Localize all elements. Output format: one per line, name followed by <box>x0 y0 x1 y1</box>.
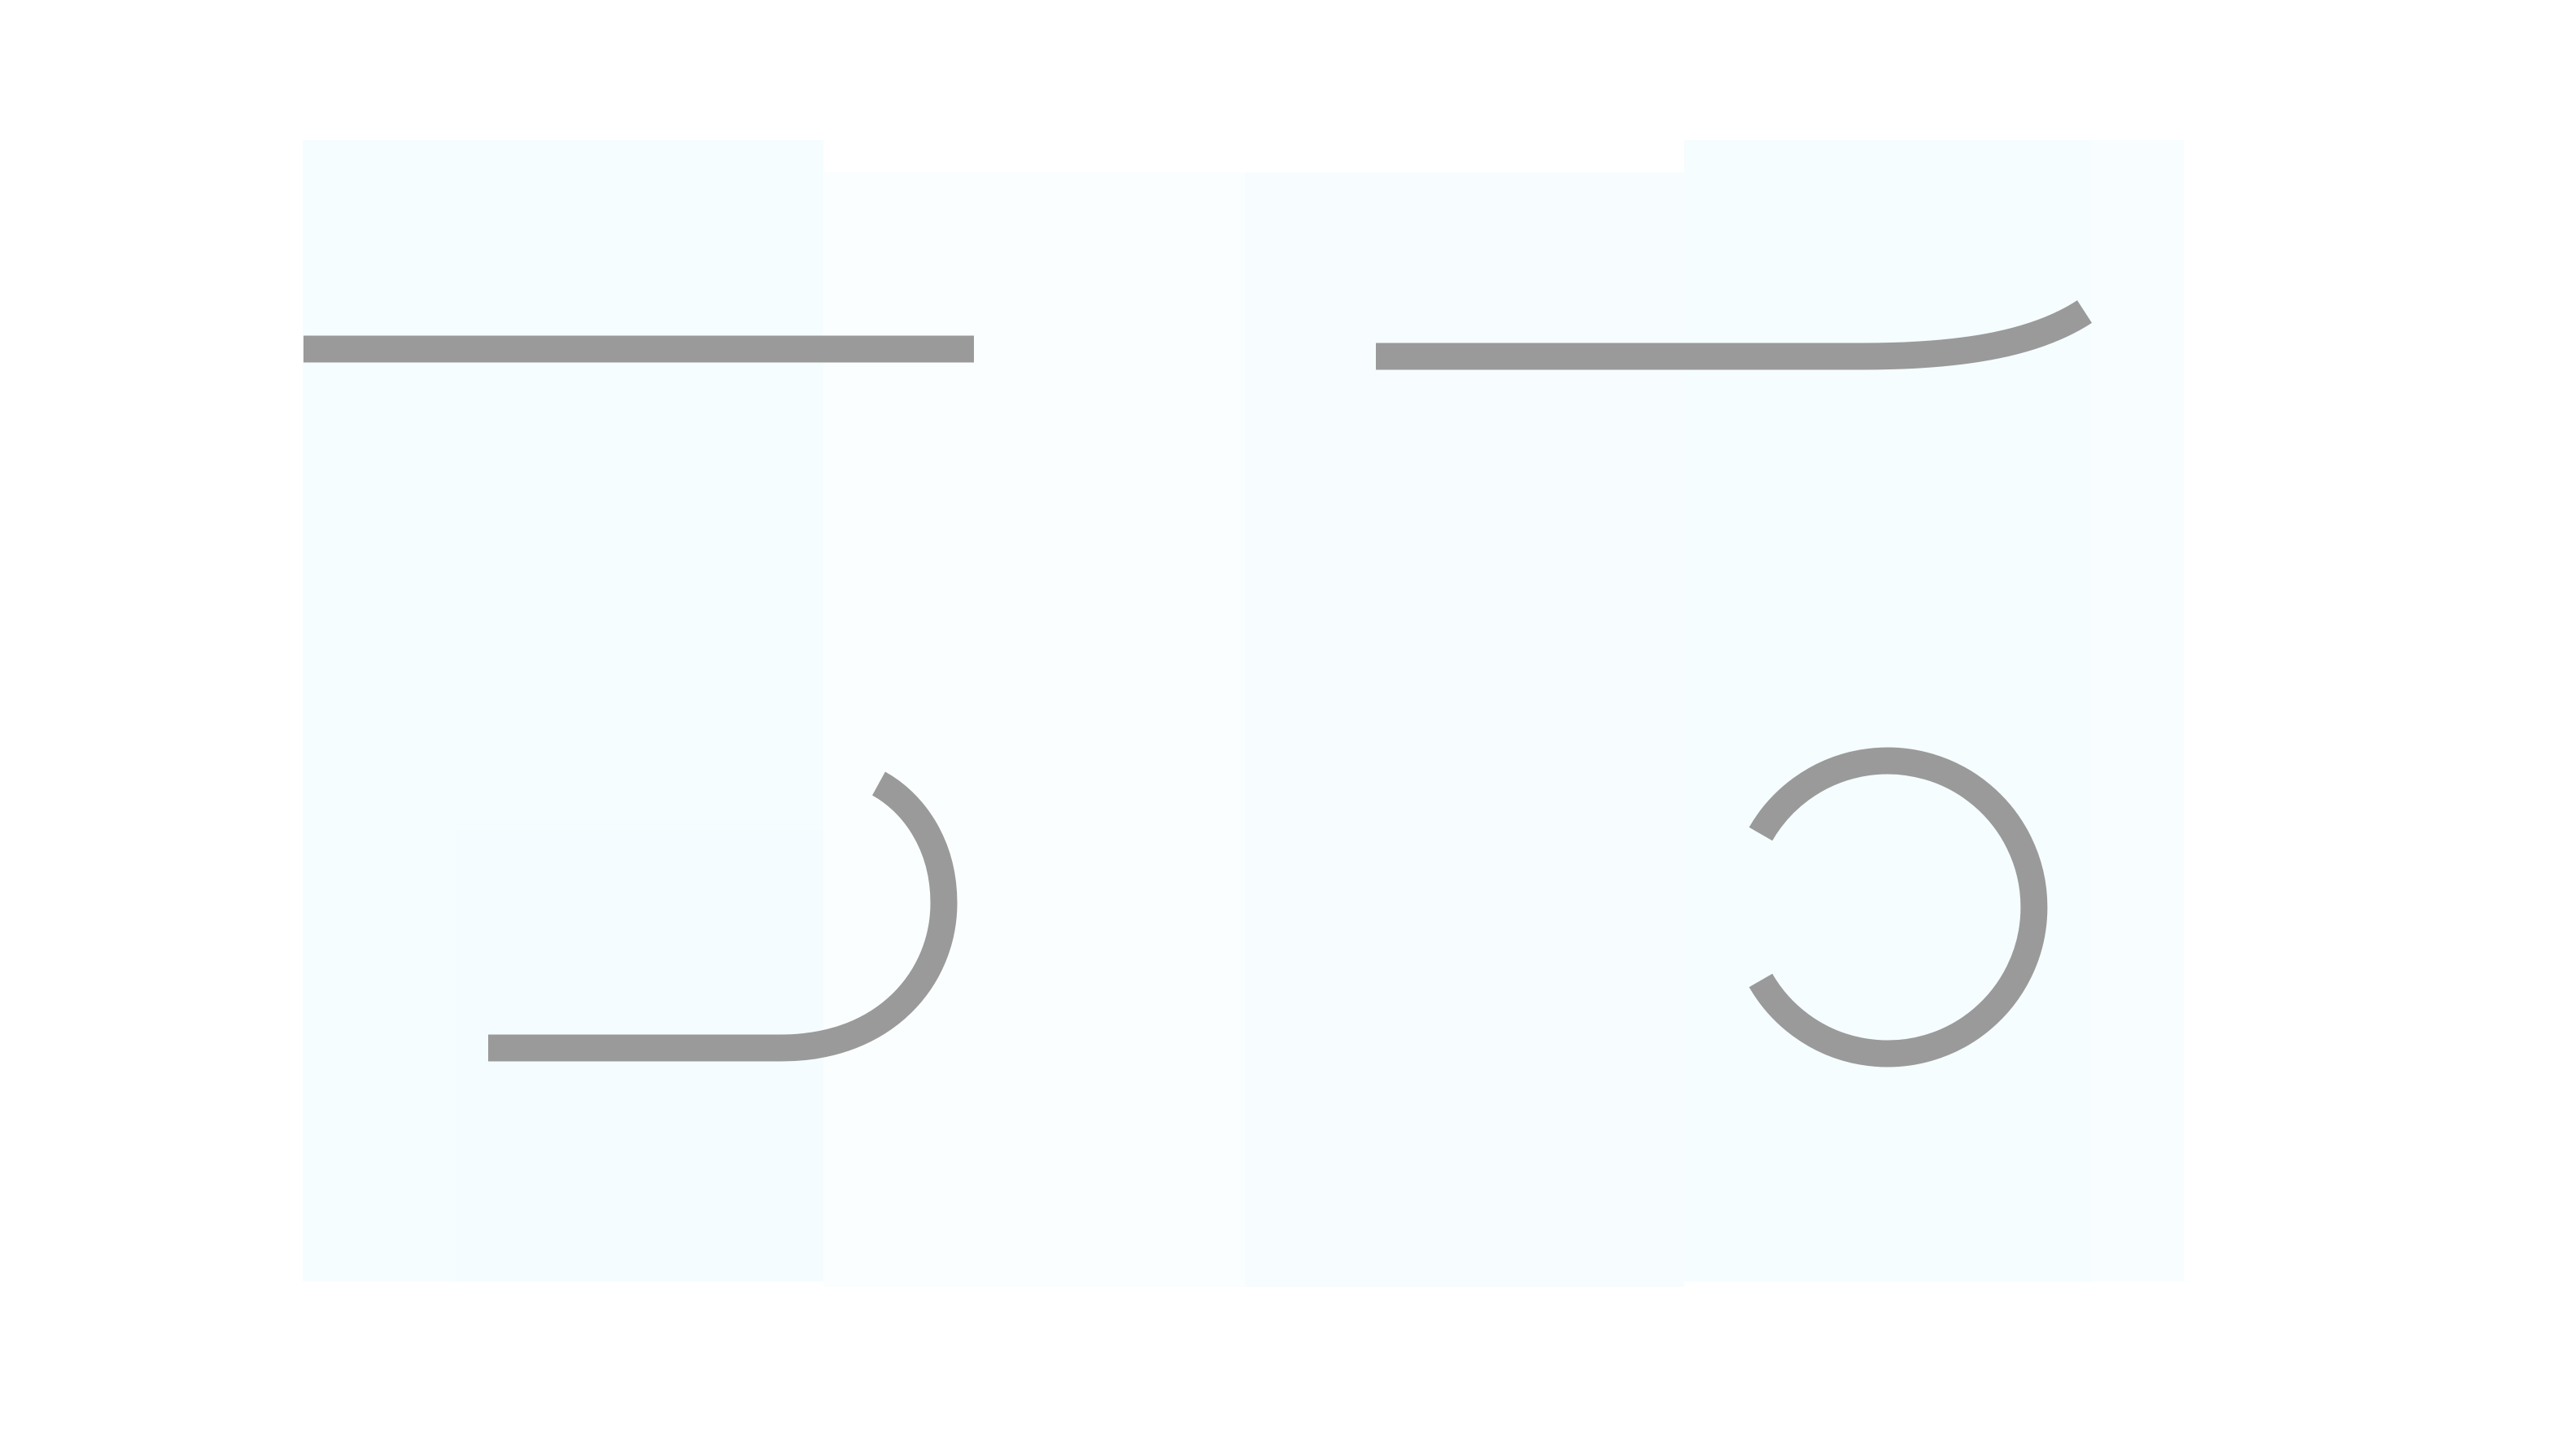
glyph-left-bottom-bar-hook <box>488 771 958 1062</box>
glyph-right-top-bar-rising <box>1376 300 2092 370</box>
glyph-right <box>1376 300 2092 1067</box>
glyph-right-open-ring <box>1749 747 2048 1067</box>
glyph-left <box>303 335 974 1062</box>
